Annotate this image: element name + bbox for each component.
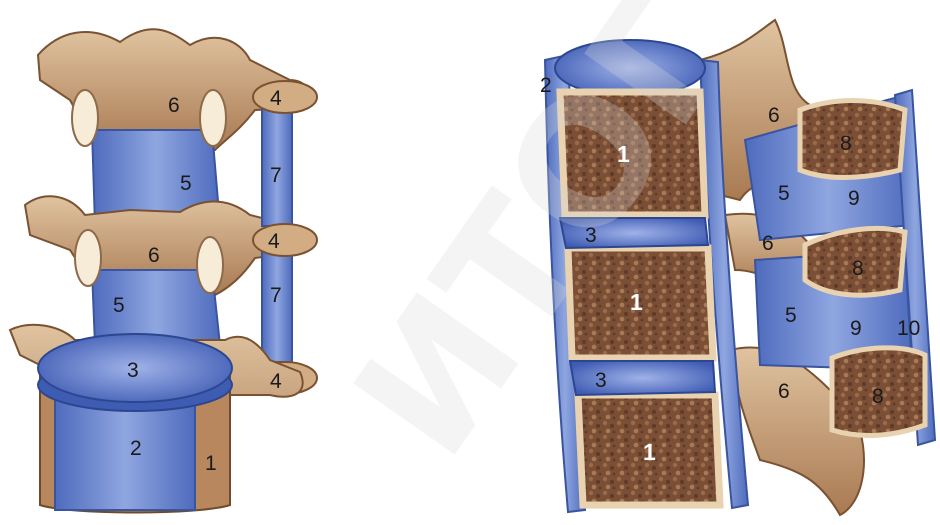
- label-9-lower: 9: [850, 317, 862, 340]
- label-6-middle: 6: [148, 244, 160, 267]
- label-5-upper: 5: [778, 182, 790, 205]
- label-3-disc-upper: 3: [585, 224, 597, 247]
- label-10: 10: [897, 317, 920, 340]
- label-4-middle: 4: [268, 230, 280, 253]
- label-5-lower: 5: [785, 304, 797, 327]
- label-5-lower: 5: [113, 294, 125, 317]
- label-8-upper: 8: [840, 132, 852, 155]
- intervertebral-disc-2: [570, 361, 715, 395]
- label-1-body-bottom: 1: [643, 439, 656, 465]
- label-1-body: 1: [205, 452, 217, 475]
- label-8-middle: 8: [852, 257, 864, 280]
- label-6-upper: 6: [168, 94, 180, 117]
- label-6-spine-upper: 6: [768, 104, 780, 127]
- articular-facet-2: [200, 90, 226, 146]
- transverse-process-1: [253, 81, 317, 113]
- spinous-section-1: [800, 101, 905, 178]
- label-9-upper: 9: [848, 187, 860, 210]
- articular-facet-3: [75, 230, 101, 286]
- label-7-upper: 7: [270, 164, 282, 187]
- label-6-spine-lower: 6: [778, 380, 790, 403]
- label-2-anterior: 2: [540, 74, 552, 97]
- label-1-body-middle: 1: [630, 289, 643, 315]
- label-5-upper: 5: [180, 172, 192, 195]
- transverse-process-2: [253, 224, 317, 256]
- label-7-lower: 7: [270, 284, 282, 307]
- label-3-disc-lower: 3: [595, 369, 607, 392]
- articular-facet-4: [197, 237, 223, 293]
- label-8-lower: 8: [872, 385, 884, 408]
- label-6-spine-middle: 6: [762, 232, 774, 255]
- label-1-body-top: 1: [617, 141, 630, 167]
- articular-facet-1: [72, 90, 98, 146]
- label-4-lower: 4: [270, 370, 282, 393]
- label-4-upper: 4: [270, 87, 282, 110]
- anterior-longitudinal-ligament: [55, 395, 195, 510]
- label-3-disc: 3: [127, 359, 139, 382]
- label-2-ligament: 2: [130, 437, 142, 460]
